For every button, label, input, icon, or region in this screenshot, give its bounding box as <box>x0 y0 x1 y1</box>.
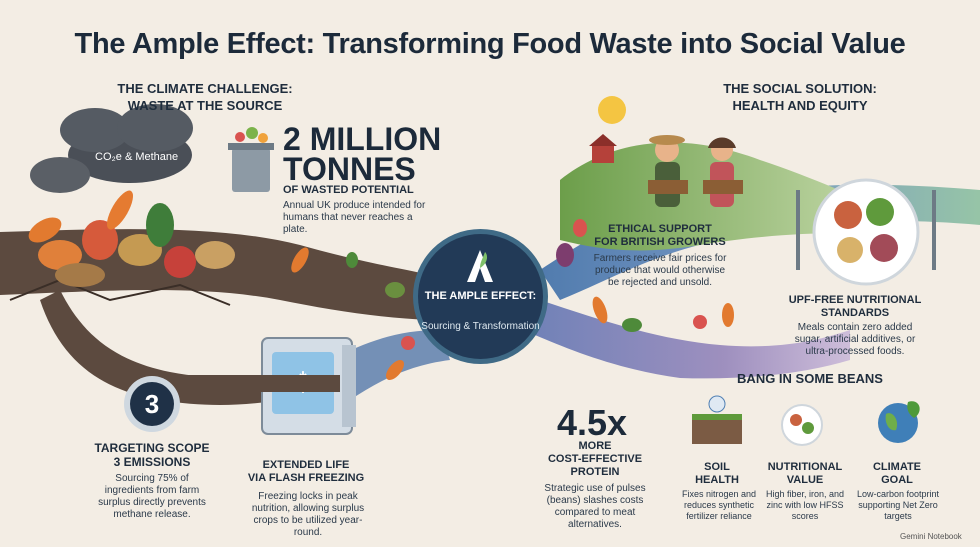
barn <box>592 145 614 163</box>
co2-cloud-label: CO₂e & Methane <box>95 151 179 163</box>
climate-heading-line2: WASTE AT THE SOURCE <box>127 98 283 113</box>
beans-item-soil-title: SOIL HEALTH <box>672 461 762 487</box>
ethical-heading: ETHICAL SUPPORT FOR BRITISH GROWERS <box>590 223 730 249</box>
ethical-description: Farmers receive fair prices for produce … <box>593 253 727 288</box>
hub-title: THE AMPLE EFFECT: <box>424 290 537 302</box>
upf-description: Meals contain zero added sugar, artifici… <box>794 322 916 357</box>
soil-title-line2: HEALTH <box>695 474 739 486</box>
beans-heading: BANG IN SOME BEANS <box>737 371 883 386</box>
soil-title-line1: SOIL <box>704 461 730 473</box>
protein-number: 4.5x <box>557 402 628 443</box>
protein-heading-line2: COST-EFFECTIVE <box>547 453 643 465</box>
scope-description: Sourcing 75% of ingredients from farm su… <box>98 473 206 520</box>
trash-can-illustration <box>228 127 274 192</box>
scope-heading-line2: 3 EMISSIONS <box>113 455 191 469</box>
beans-item-climate-desc: Low-carbon footprint supporting Net Zero… <box>856 489 940 521</box>
river-produce <box>291 219 734 380</box>
protein-heading-line3: PROTEIN <box>570 466 620 478</box>
hub-subtitle: Sourcing & Transformation <box>421 321 540 332</box>
footer-brand: Gemini Notebook <box>900 532 962 541</box>
social-heading: THE SOCIAL SOLUTION: HEALTH AND EQUITY <box>700 80 900 114</box>
social-heading-line1: THE SOCIAL SOLUTION: <box>723 81 877 96</box>
sun <box>598 96 626 124</box>
upf-heading: UPF-FREE NUTRITIONAL STANDARDS <box>780 294 930 320</box>
upf-heading-line1: UPF-FREE NUTRITIONAL <box>788 294 922 306</box>
page-title: The Ample Effect: Transforming Food Wast… <box>74 28 906 60</box>
scope-number-badge: 3 <box>130 382 174 426</box>
beans-icons <box>692 395 920 446</box>
climate-heading-line1: THE CLIMATE CHALLENGE: <box>117 81 293 96</box>
climate-heading: THE CLIMATE CHALLENGE: WASTE AT THE SOUR… <box>100 80 310 114</box>
farmers-illustration <box>648 135 743 207</box>
freezing-heading-line1: EXTENDED LIFE <box>262 459 350 471</box>
freezing-heading-line2: VIA FLASH FREEZING <box>247 472 365 484</box>
big-number: 2 MILLION TONNES <box>283 121 442 187</box>
freezing-heading: EXTENDED LIFE VIA FLASH FREEZING <box>236 459 376 485</box>
freezing-description: Freezing locks in peak nutrition, allowi… <box>251 491 365 538</box>
big-number-line2: TONNES <box>283 151 416 187</box>
upf-heading-line2: STANDARDS <box>820 307 890 319</box>
beans-item-nutrition-title: NUTRITIONAL VALUE <box>760 461 850 487</box>
big-number-description: Annual UK produce intended for humans th… <box>283 200 426 235</box>
climate-goal-title-line1: CLIMATE <box>872 461 922 473</box>
big-number-line1: 2 MILLION <box>283 121 442 157</box>
climate-goal-title-line2: GOAL <box>881 474 913 486</box>
smoke-cloud <box>30 104 193 193</box>
river-lower <box>535 300 850 379</box>
protein-description: Strategic use of pulses (beans) slashes … <box>544 483 646 530</box>
plate-illustration <box>796 178 936 286</box>
protein-heading: MORE COST-EFFECTIVE PROTEIN <box>540 440 650 479</box>
scope-heading: TARGETING SCOPE 3 EMISSIONS <box>88 441 216 469</box>
beans-item-nutrition-desc: High fiber, iron, and zinc with low HFSS… <box>765 489 845 521</box>
produce-pile <box>28 190 235 287</box>
scope-heading-line1: TARGETING SCOPE <box>94 441 210 455</box>
nutrition-title-line1: NUTRITIONAL <box>767 461 843 473</box>
social-heading-line2: HEALTH AND EQUITY <box>732 98 868 113</box>
nutrition-title-line2: VALUE <box>786 474 824 486</box>
beans-item-climate-title: CLIMATE GOAL <box>852 461 942 487</box>
ethical-heading-line1: ETHICAL SUPPORT <box>608 223 712 235</box>
ample-logo-icon <box>467 250 493 282</box>
big-number-subtitle: OF WASTED POTENTIAL <box>283 184 414 196</box>
ethical-heading-line2: FOR BRITISH GROWERS <box>594 236 726 248</box>
river-freezer <box>330 330 450 400</box>
protein-heading-line1: MORE <box>578 440 612 452</box>
beans-item-soil-desc: Fixes nitrogen and reduces synthetic fer… <box>681 489 757 521</box>
